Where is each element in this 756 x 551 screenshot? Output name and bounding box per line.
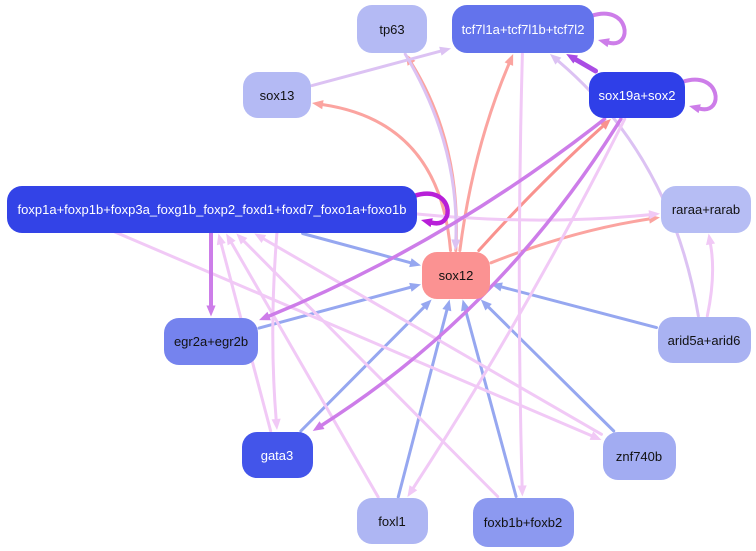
node-arid5a[interactable]: arid5a+arid6 bbox=[657, 317, 751, 363]
edge-loop-tcf7l1a bbox=[589, 11, 627, 46]
edge-foxb1b-sox12 bbox=[464, 308, 518, 498]
arrowhead-egr2a-sox12 bbox=[409, 282, 421, 292]
arrowhead-znf740b-foxp bbox=[254, 233, 267, 243]
node-label-foxl1: foxl1 bbox=[378, 513, 406, 529]
edge-sox12-tcf7l1a bbox=[458, 62, 511, 252]
node-label-sox19a: sox19a+sox2 bbox=[598, 87, 676, 103]
node-label-sox12: sox12 bbox=[438, 267, 474, 283]
edge-foxp-znf740b bbox=[113, 230, 593, 438]
edge-sox19a-egr2a bbox=[267, 117, 607, 318]
node-label-egr2a: egr2a+egr2b bbox=[173, 333, 249, 349]
edge-tcf7l1a-foxb1b bbox=[517, 52, 524, 488]
arrowhead-sox19a-tcf7l1a bbox=[566, 54, 579, 64]
node-tcf7l1a[interactable]: tcf7l1a+tcf7l1b+tcf7l2 bbox=[452, 5, 594, 53]
arrowhead-foxp-gata3 bbox=[271, 418, 281, 430]
arrowhead-loop-foxp bbox=[421, 218, 433, 228]
edge-foxl1-foxp bbox=[230, 241, 380, 499]
arrowhead-arid5a-tcf7l1a bbox=[549, 54, 562, 65]
node-label-foxb1b: foxb1b+foxb2 bbox=[483, 514, 563, 530]
node-sox13[interactable]: sox13 bbox=[243, 72, 311, 118]
edge-egr2a-sox12 bbox=[257, 285, 412, 330]
node-label-raraa: raraa+rarab bbox=[671, 201, 741, 217]
edge-znf740b-foxp bbox=[262, 237, 603, 436]
arrowhead-foxp-egr2a bbox=[206, 305, 216, 317]
node-sox19a[interactable]: sox19a+sox2 bbox=[589, 72, 685, 118]
node-raraa[interactable]: raraa+rarab bbox=[661, 185, 751, 233]
edge-foxp-gata3 bbox=[271, 230, 279, 421]
arrowhead-sox12-tcf7l1a bbox=[504, 54, 514, 66]
node-label-sox13: sox13 bbox=[259, 87, 295, 103]
node-sox12[interactable]: sox12 bbox=[422, 251, 490, 299]
arrowhead-sox13-tcf7l1a bbox=[439, 46, 451, 56]
arrowhead-sox19a-gata3 bbox=[312, 421, 325, 431]
node-foxl1[interactable]: foxl1 bbox=[356, 498, 428, 544]
arrowhead-foxp-sox12 bbox=[409, 258, 421, 268]
node-label-arid5a: arid5a+arid6 bbox=[667, 332, 741, 348]
arrowhead-foxb1b-foxp bbox=[236, 233, 248, 245]
node-label-foxp: foxp1a+foxp1b+foxp3a_foxg1b_foxp2_foxd1+… bbox=[17, 201, 407, 217]
edge-sox12-raraa bbox=[489, 217, 651, 265]
arrowhead-sox12-sox19a bbox=[599, 119, 611, 130]
arrowhead-tp63-sox12 bbox=[451, 239, 461, 251]
node-tp63[interactable]: tp63 bbox=[357, 5, 427, 53]
node-egr2a[interactable]: egr2a+egr2b bbox=[164, 317, 258, 365]
edge-gata3-sox12 bbox=[299, 305, 426, 433]
arrowhead-loop-tcf7l1a bbox=[598, 38, 610, 48]
node-label-gata3: gata3 bbox=[260, 447, 294, 463]
node-znf740b[interactable]: znf740b bbox=[602, 432, 676, 480]
arrowhead-foxp-znf740b bbox=[589, 431, 602, 440]
edge-tp63-sox12 bbox=[403, 52, 458, 242]
edge-foxp-raraa bbox=[415, 212, 651, 222]
arrowhead-tcf7l1a-foxb1b bbox=[517, 485, 527, 497]
arrowhead-foxl1-foxp bbox=[226, 233, 236, 246]
arrowhead-sox12-sox13 bbox=[312, 100, 324, 110]
edge-sox19a-foxl1 bbox=[411, 117, 627, 490]
arrowhead-foxp-raraa bbox=[648, 210, 660, 220]
arrowhead-arid5a-raraa bbox=[706, 233, 716, 246]
arrowhead-znf740b-sox12 bbox=[480, 299, 492, 311]
edge-arid5a-tcf7l1a bbox=[556, 59, 700, 318]
edge-loop-sox19a bbox=[680, 77, 718, 112]
arrowhead-gata3-sox12 bbox=[420, 299, 432, 311]
edge-sox19a-tcf7l1a bbox=[573, 57, 599, 74]
node-foxb1b[interactable]: foxb1b+foxb2 bbox=[472, 497, 574, 547]
arrowhead-sox19a-egr2a bbox=[259, 311, 271, 321]
node-gata3[interactable]: gata3 bbox=[241, 432, 313, 478]
edge-arid5a-raraa bbox=[705, 242, 715, 318]
node-label-znf740b: znf740b bbox=[615, 448, 663, 464]
edge-sox13-tcf7l1a bbox=[310, 49, 442, 88]
edge-foxl1-sox12 bbox=[396, 308, 449, 499]
arrowhead-sox19a-foxl1 bbox=[407, 485, 418, 497]
arrowhead-gata3-foxp bbox=[216, 233, 226, 246]
arrowhead-loop-sox19a bbox=[689, 104, 701, 114]
edge-sox12-sox19a bbox=[477, 124, 605, 252]
node-label-tp63: tp63 bbox=[379, 21, 405, 37]
edge-znf740b-sox12 bbox=[487, 305, 616, 433]
edge-foxb1b-foxp bbox=[242, 239, 500, 498]
edge-foxp-sox12 bbox=[301, 232, 412, 265]
node-foxp[interactable]: foxp1a+foxp1b+foxp3a_foxg1b_foxp2_foxd1+… bbox=[7, 185, 417, 233]
edge-loop-foxp bbox=[411, 191, 450, 226]
node-label-tcf7l1a: tcf7l1a+tcf7l1b+tcf7l2 bbox=[461, 21, 585, 37]
arrowhead-foxl1-sox12 bbox=[442, 299, 452, 312]
